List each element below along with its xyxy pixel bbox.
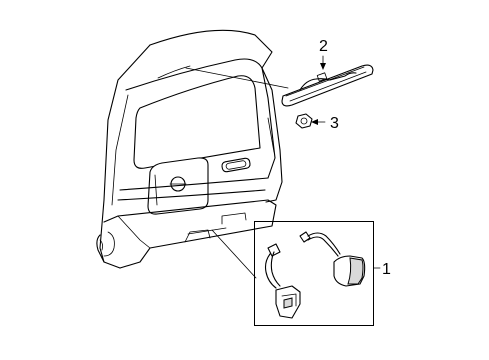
license-lamp-assembly — [264, 231, 366, 319]
nut-icon — [295, 113, 313, 129]
callout-3: 3 — [330, 115, 339, 132]
vehicle-rear — [96, 29, 283, 269]
emblem-icon — [169, 176, 187, 192]
leader-lines — [185, 67, 289, 279]
callout-2: 2 — [319, 38, 328, 55]
callout-arrows — [311, 55, 326, 125]
high-mount-stop-lamp — [281, 64, 374, 107]
license-lamp-box — [254, 221, 381, 326]
callout-1: 1 — [382, 261, 391, 278]
